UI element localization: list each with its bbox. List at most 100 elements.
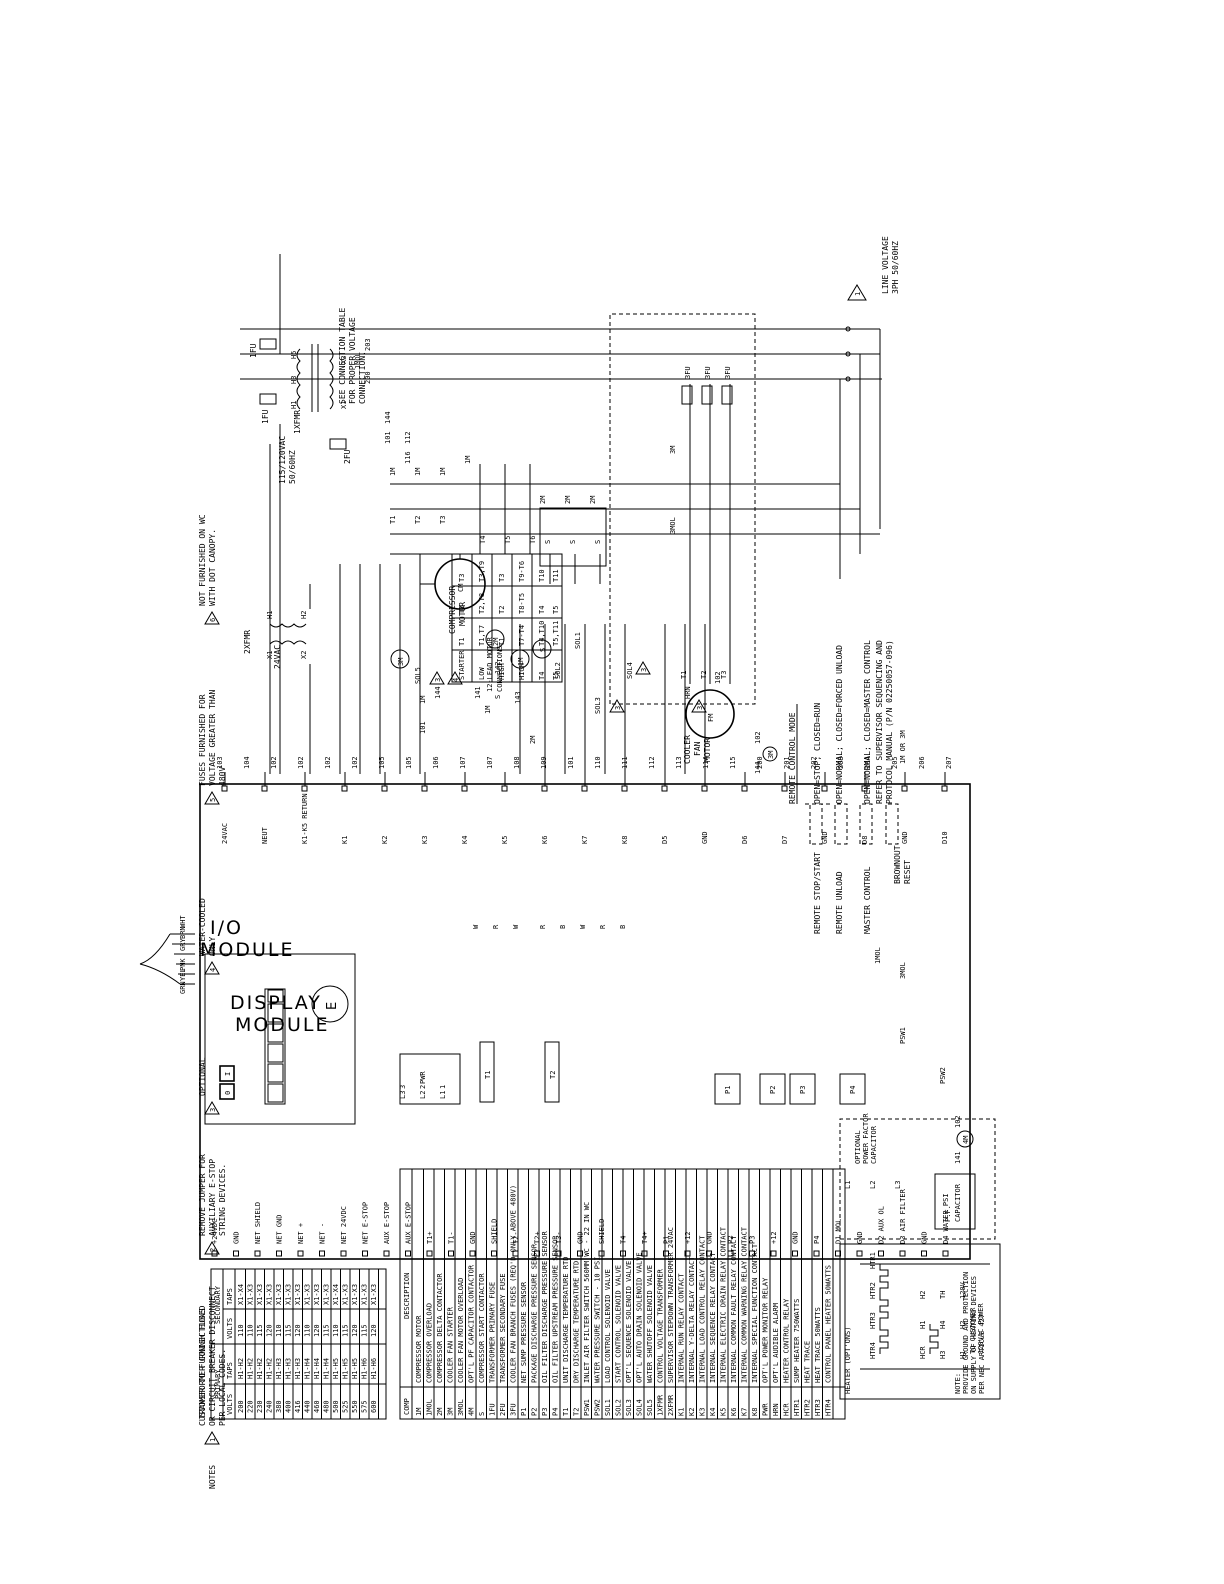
- io-left-pin-label: +24VDC: [211, 1219, 219, 1244]
- io-left-pin-label: GND: [792, 1231, 800, 1244]
- transformer-1xfmr: 1XFMR H1 H3 H5 X1 X3 115/120VAC 50/60HZ …: [278, 307, 367, 484]
- svg-text:TAPS: TAPS: [226, 1362, 234, 1379]
- component-description: SUPERVISOR STEPDOWN TRANSFORMER 24VAC: [667, 1227, 675, 1383]
- xfmr-secondary-volts: 110: [304, 1324, 312, 1337]
- note-number: 4: [209, 968, 217, 972]
- svg-text:T4: T4: [538, 606, 546, 614]
- io-terminal: [461, 785, 468, 792]
- note-text: STRING DEVICES.: [218, 1164, 227, 1236]
- pressure-p4: [839, 1073, 866, 1105]
- rtd-t1: [479, 1041, 495, 1103]
- note-text: ONLY: [208, 937, 217, 956]
- svg-text:H3: H3: [939, 1351, 947, 1359]
- io-terminal: [405, 1250, 411, 1257]
- component-description: INTERNAL RUN RELAY CONTACT: [678, 1273, 686, 1383]
- io-left-pin-label: T1-: [448, 1231, 456, 1244]
- wire-number: 106: [432, 756, 440, 769]
- svg-text:H1: H1: [266, 611, 274, 619]
- component-code: HTR2: [804, 1399, 812, 1416]
- note-triangle: [204, 1101, 220, 1115]
- svg-text:PROTOCOL MANUAL (P/N 02250057-: PROTOCOL MANUAL (P/N 02250057-096): [885, 640, 894, 804]
- io-left-pin-label: GND: [856, 1231, 864, 1244]
- io-left-pin-label: D4 WATER PSI: [942, 1193, 950, 1244]
- svg-text:L3: L3: [894, 1181, 902, 1189]
- display-key-2[interactable]: [267, 1063, 284, 1083]
- component-code: PSW1: [583, 1399, 591, 1416]
- svg-text:PWR: PWR: [419, 1071, 427, 1084]
- wire-number: 102: [297, 756, 305, 769]
- svg-text:R: R: [492, 924, 500, 929]
- xfmr-secondary-volts: 115: [342, 1324, 350, 1337]
- io-right-pin-label: D8: [861, 836, 869, 844]
- svg-text:NOTE:: NOTE:: [954, 1373, 962, 1394]
- svg-text:1M: 1M: [419, 696, 427, 704]
- component-description: COMPRESSOR MOTOR: [415, 1315, 423, 1383]
- component-code: 1XFMR: [657, 1394, 665, 1416]
- svg-text:116: 116: [404, 451, 412, 464]
- display-key-6[interactable]: [267, 989, 284, 1003]
- display-key-3[interactable]: [267, 1043, 284, 1063]
- svg-text:P3: P3: [799, 1086, 807, 1094]
- io-terminal: [491, 1250, 497, 1257]
- power-off-button[interactable]: [219, 1083, 235, 1100]
- io-left-pin-label: NET GND: [276, 1214, 284, 1244]
- svg-text:SOL1: SOL1: [574, 632, 582, 649]
- svg-text:REFER TO SUPERVISOR SEQUENCING: REFER TO SUPERVISOR SEQUENCING AND: [875, 640, 884, 804]
- xfmr-primary-volts: 440: [304, 1400, 312, 1413]
- svg-text:X3: X3: [340, 356, 348, 364]
- svg-text:T10: T10: [538, 569, 546, 582]
- component-description: HEAT TRACE 50WATTS: [814, 1307, 822, 1383]
- svg-text:CM: CM: [457, 584, 465, 592]
- svg-text:S: S: [544, 540, 552, 544]
- fuse-1fu-b: [259, 338, 277, 350]
- svg-text:T2: T2: [549, 1071, 557, 1079]
- svg-text:T8-T5: T8-T5: [518, 593, 526, 614]
- io-terminal: [426, 1250, 433, 1257]
- io-left-pin-label: AUX E-STOP: [405, 1202, 413, 1244]
- svg-text:T2: T2: [700, 671, 708, 679]
- svg-text:FAN: FAN: [693, 741, 702, 756]
- svg-text:H2: H2: [919, 1291, 927, 1299]
- svg-text:S: S: [494, 695, 502, 699]
- cooler-fan-motor-circuit: FM COOLER FAN MOTOR 3FU 3FU 3FU 3MOL 3M …: [609, 313, 778, 774]
- svg-text:115/120VAC: 115/120VAC: [278, 436, 287, 484]
- component-code: K1: [678, 1408, 686, 1416]
- display-key-4[interactable]: [267, 1023, 284, 1043]
- xfmr-secondary-taps: X1-X3: [304, 1284, 312, 1305]
- svg-text:COOLER: COOLER: [683, 735, 692, 764]
- svg-text:S: S: [539, 648, 547, 652]
- svg-text:ON SUPPLY OF HEATING DEVICES: ON SUPPLY OF HEATING DEVICES: [970, 1276, 978, 1394]
- xfmr-primary-volts: 460: [313, 1400, 321, 1413]
- wire-number: 203: [837, 756, 845, 769]
- xfmr-secondary-taps: X1-X3: [313, 1284, 321, 1305]
- component-code: P3: [541, 1408, 549, 1416]
- display-key-5[interactable]: [267, 1003, 284, 1023]
- svg-text:R: R: [599, 924, 607, 929]
- display-key-1[interactable]: [267, 1083, 284, 1103]
- svg-text:T4: T4: [538, 672, 546, 680]
- svg-text:TH: TH: [939, 1291, 947, 1299]
- wire-number: 104: [243, 756, 251, 769]
- svg-text:MOTOR: MOTOR: [458, 602, 467, 626]
- svg-text:S: S: [569, 540, 577, 544]
- io-right-pin-label: K4: [461, 836, 469, 844]
- io-terminal: [448, 1250, 454, 1257]
- power-on-button[interactable]: [219, 1065, 235, 1082]
- main-contactor-1m: 1M 1M 1M 1M T1 T2 T3 T4 T5 T6: [389, 456, 880, 544]
- svg-text:TRANSFORMER CONNECTIONS: TRANSFORMER CONNECTIONS: [198, 1308, 207, 1419]
- svg-text:OPTIONAL: OPTIONAL: [854, 1130, 862, 1164]
- note-triangle: [204, 611, 220, 625]
- io-left-pin-label: GND: [706, 1231, 714, 1244]
- component-description: INTERNAL LOAD CONTROL RELAY CONTACT: [699, 1235, 707, 1383]
- xfmr-primary-taps: H1-H2: [237, 1358, 245, 1379]
- component-description: TRANSFORMER SECONDARY FUSE: [499, 1273, 507, 1383]
- svg-text:2M: 2M: [539, 496, 547, 504]
- svg-text:X1: X1: [340, 401, 348, 409]
- io-terminal: [469, 1250, 476, 1257]
- io-terminal: [781, 785, 788, 792]
- control-ladder: 3M 2M 1M S SOL5 SOL2 SOL1 SOL3 SOL4 HRN …: [339, 554, 722, 774]
- io-terminal: [581, 785, 588, 792]
- io-right-pin-label: D10: [941, 831, 949, 844]
- svg-text:H4: H4: [939, 1321, 947, 1329]
